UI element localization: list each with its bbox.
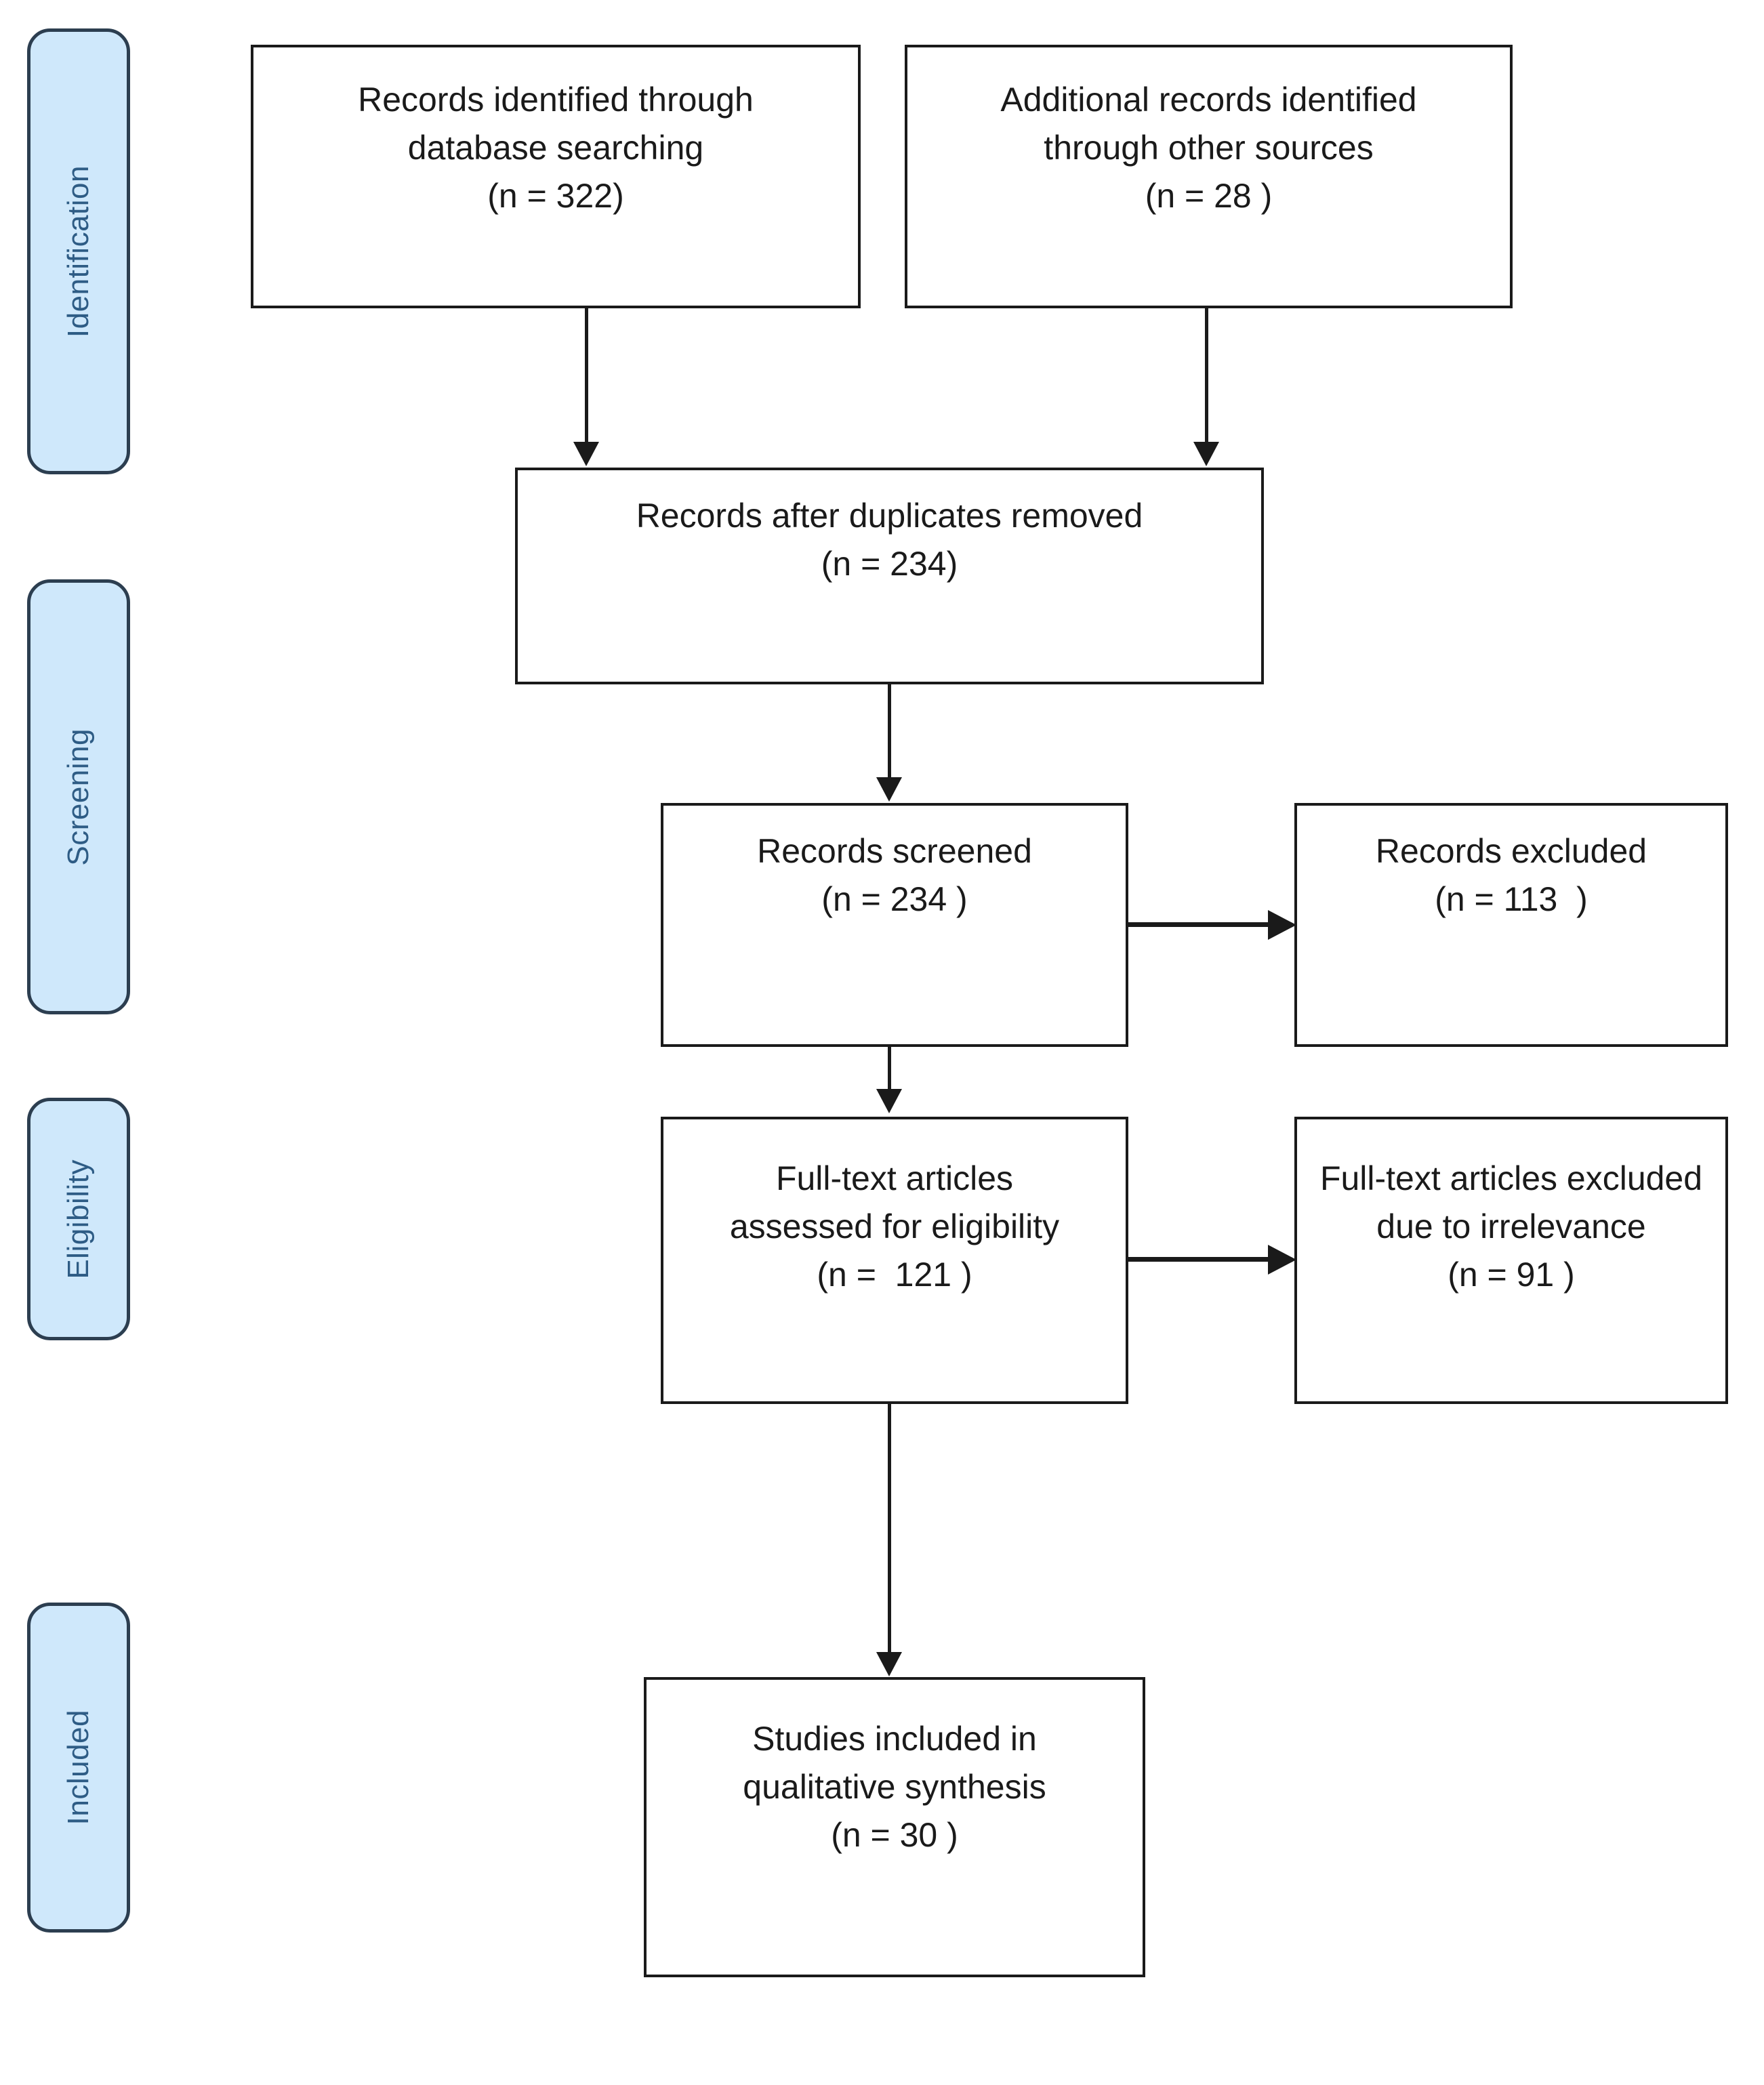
box-records-identified-database-text: Records identified through database sear… xyxy=(358,81,754,215)
box-records-after-duplicates-removed-text: Records after duplicates removed (n = 23… xyxy=(636,497,1143,583)
arrowhead-fulltext-to-included xyxy=(876,1652,902,1676)
stage-eligibility: Eligibility xyxy=(27,1098,130,1340)
box-full-text-articles-assessed: Full-text articles assessed for eligibil… xyxy=(661,1117,1128,1404)
connector-screened-to-fulltext xyxy=(888,1047,891,1091)
box-records-screened-text: Records screened (n = 234 ) xyxy=(757,832,1032,918)
box-full-text-articles-assessed-text: Full-text articles assessed for eligibil… xyxy=(729,1159,1060,1294)
arrowhead-other-sources-to-duplicates xyxy=(1193,442,1219,466)
arrowhead-duplicates-to-screened xyxy=(876,777,902,802)
box-records-excluded-text: Records excluded (n = 113 ) xyxy=(1375,832,1647,918)
arrowhead-screened-to-fulltext xyxy=(876,1089,902,1113)
stage-eligibility-label: Eligibility xyxy=(62,1159,95,1279)
box-full-text-articles-excluded-text: Full-text articles excluded due to irrel… xyxy=(1319,1159,1703,1294)
stage-identification-label: Identification xyxy=(62,165,95,338)
box-records-excluded: Records excluded (n = 113 ) xyxy=(1294,803,1728,1047)
stage-included: Included xyxy=(27,1603,130,1933)
connector-fulltext-to-included xyxy=(888,1404,891,1653)
box-records-screened: Records screened (n = 234 ) xyxy=(661,803,1128,1047)
box-full-text-articles-excluded: Full-text articles excluded due to irrel… xyxy=(1294,1117,1728,1404)
connector-fulltext-to-excluded xyxy=(1128,1257,1271,1262)
box-records-after-duplicates-removed: Records after duplicates removed (n = 23… xyxy=(515,468,1264,684)
connector-duplicates-to-screened xyxy=(888,684,891,779)
stage-screening-label: Screening xyxy=(62,728,95,866)
stage-included-label: Included xyxy=(62,1710,95,1825)
box-additional-records-other-sources: Additional records identified through ot… xyxy=(905,45,1513,308)
box-records-identified-database: Records identified through database sear… xyxy=(251,45,861,308)
connector-database-to-duplicates xyxy=(585,308,588,444)
connector-screened-to-excluded xyxy=(1128,922,1271,927)
arrowhead-screened-to-excluded xyxy=(1268,910,1296,940)
arrowhead-fulltext-to-excluded xyxy=(1268,1245,1296,1275)
stage-identification: Identification xyxy=(27,28,130,474)
arrowhead-database-to-duplicates xyxy=(573,442,599,466)
connector-other-sources-to-duplicates xyxy=(1205,308,1208,444)
box-studies-included-qualitative-synthesis: Studies included in qualitative synthesi… xyxy=(644,1677,1145,1977)
box-additional-records-other-sources-text: Additional records identified through ot… xyxy=(1000,81,1417,215)
stage-screening: Screening xyxy=(27,579,130,1014)
box-studies-included-qualitative-synthesis-text: Studies included in qualitative synthesi… xyxy=(743,1720,1046,1854)
